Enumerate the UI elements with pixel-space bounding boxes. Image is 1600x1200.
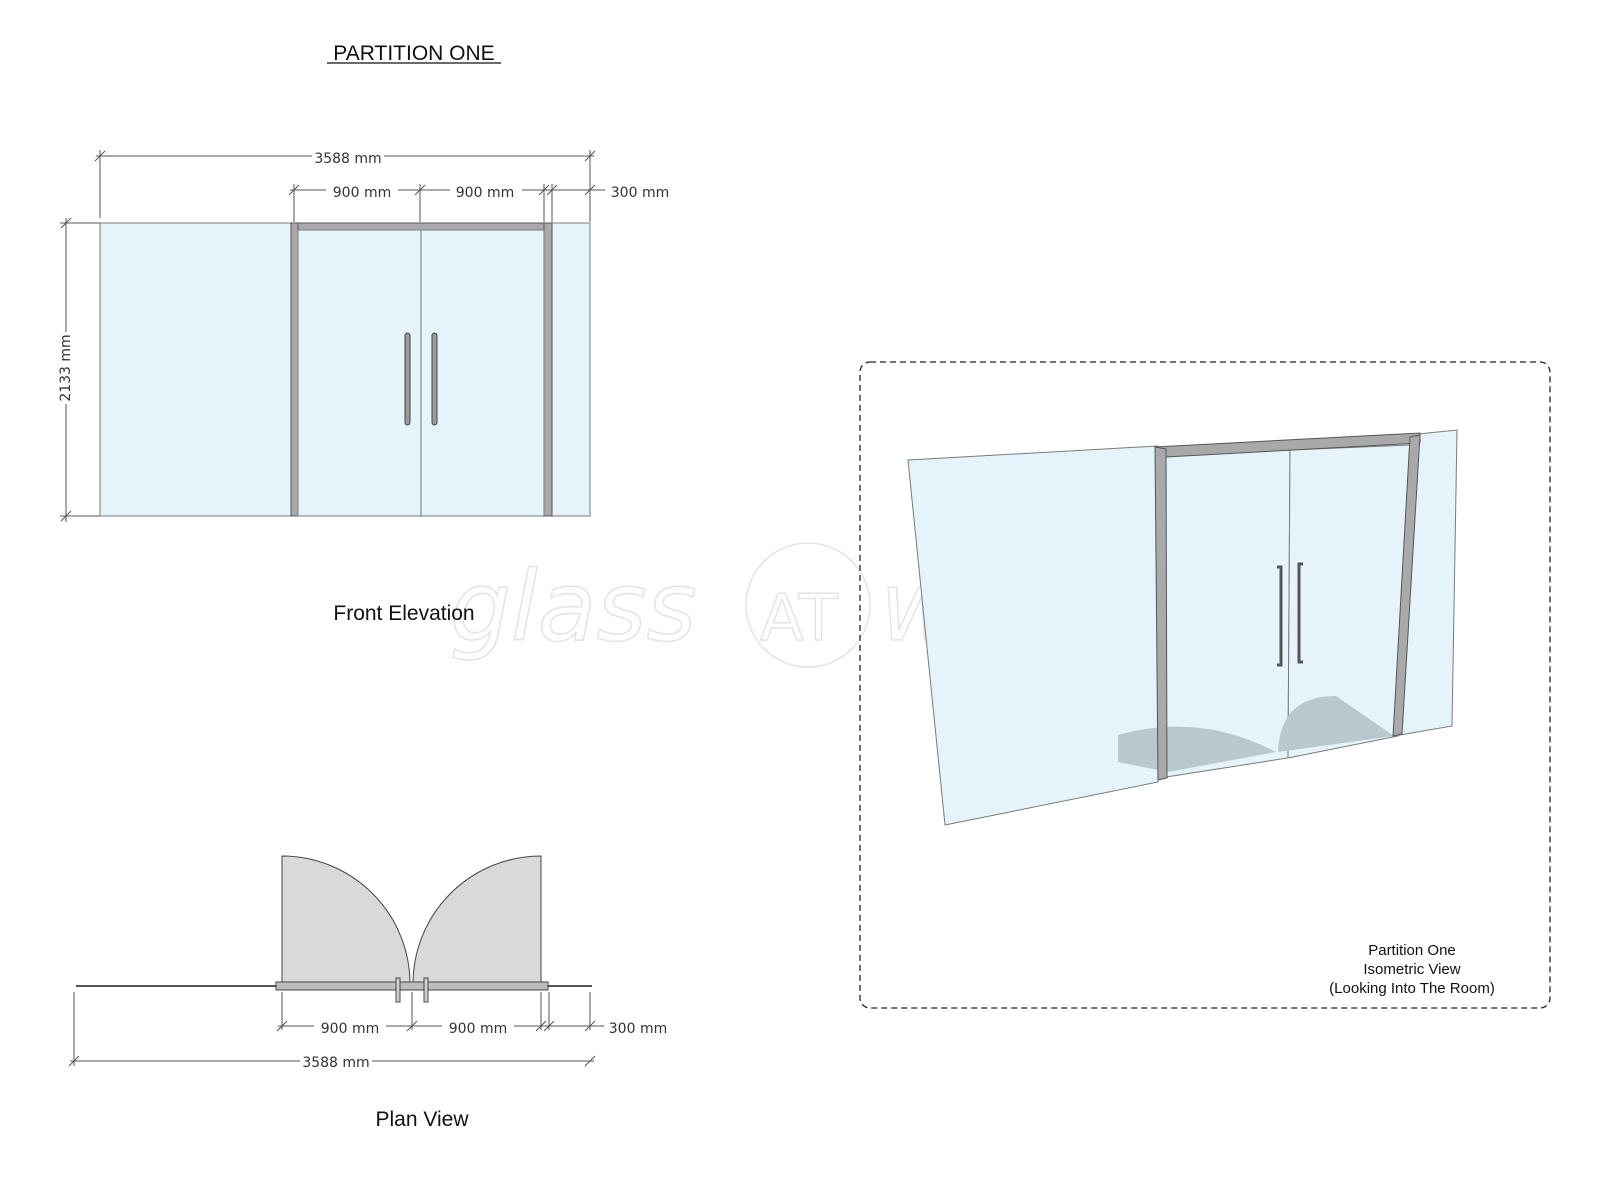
dim-tick — [94, 150, 106, 162]
dim-label-bg — [450, 181, 522, 199]
dim-tick — [414, 184, 426, 196]
dim-tick — [546, 184, 558, 196]
iso-caption-line1: Partition One — [1368, 942, 1456, 959]
door-track — [275, 981, 549, 991]
plan-dim-side-panel: 300 mm — [609, 1021, 667, 1037]
door-swing-right — [412, 855, 542, 985]
dim-total-width: 3588 mm — [314, 151, 381, 167]
dim-tick — [584, 1020, 596, 1032]
iso-door-left-jamb — [1154, 446, 1168, 781]
dim-tick — [288, 184, 300, 196]
iso-door-leaf-right — [1287, 444, 1411, 759]
dim-tick — [543, 1020, 555, 1032]
dim-label-bg — [604, 1017, 674, 1035]
dim-label-bg — [56, 332, 76, 404]
door-handle-left — [404, 332, 411, 426]
dim-tick — [60, 510, 72, 522]
plan-handle-right — [423, 977, 429, 1003]
dim-tick — [406, 1020, 418, 1032]
watermark-badge-ring — [745, 542, 871, 668]
dim-door-right: 900 mm — [456, 185, 514, 201]
dim-tick — [584, 150, 596, 162]
isometric-view: Partition One Isometric View (Looking In… — [859, 361, 1551, 1009]
door-leaf-right — [420, 229, 545, 517]
plan-handle-left — [395, 977, 401, 1003]
door-header-frame — [290, 222, 547, 231]
front-elevation-caption: Front Elevation — [333, 602, 474, 625]
dim-label-bg — [300, 1052, 372, 1070]
iso-swing-shadow-right — [1278, 696, 1394, 752]
iso-door-right-jamb — [1392, 434, 1421, 737]
dim-tick — [584, 1055, 596, 1067]
door-right-jamb — [543, 222, 553, 517]
dim-label-bg — [314, 1017, 386, 1035]
iso-handle-left — [1277, 565, 1283, 667]
page-title: PARTITION ONE — [333, 42, 494, 65]
dim-tick — [276, 1020, 288, 1032]
plan-view-caption: Plan View — [375, 1108, 469, 1131]
dim-tick — [60, 217, 72, 229]
dim-tick — [584, 184, 596, 196]
door-leaf-left — [297, 229, 422, 517]
dim-tick — [538, 184, 550, 196]
plan-dim-total-width: 3588 mm — [302, 1055, 369, 1071]
iso-left-fixed-panel — [907, 445, 1159, 826]
dim-tick — [535, 1020, 547, 1032]
dim-height: 2133 mm — [58, 334, 74, 401]
dim-label-bg — [326, 181, 398, 199]
plan-view: 900 mm 900 mm 300 mm 3588 mm Plan View — [68, 855, 674, 1131]
plan-dim-door-right: 900 mm — [449, 1021, 507, 1037]
iso-caption-line3: (Looking Into The Room) — [1329, 980, 1495, 997]
dim-side-panel: 300 mm — [611, 185, 669, 201]
watermark-left: glass — [450, 551, 696, 663]
iso-handle-right — [1297, 562, 1303, 664]
front-elevation: 3588 mm 900 mm 900 mm 300 mm 2133 mm — [56, 146, 675, 625]
iso-caption-line2: Isometric View — [1363, 961, 1460, 978]
dim-tick — [68, 1055, 80, 1067]
watermark-badge: AT — [760, 582, 839, 656]
door-handle-right — [431, 332, 438, 426]
door-swing-left — [281, 855, 411, 985]
dim-label-bg — [442, 1017, 514, 1035]
isometric-frame — [859, 361, 1551, 1009]
door-left-jamb — [290, 222, 299, 517]
dim-door-left: 900 mm — [333, 185, 391, 201]
dim-label-bg — [312, 146, 384, 164]
plan-dim-door-left: 900 mm — [321, 1021, 379, 1037]
dim-label-bg — [605, 181, 675, 199]
